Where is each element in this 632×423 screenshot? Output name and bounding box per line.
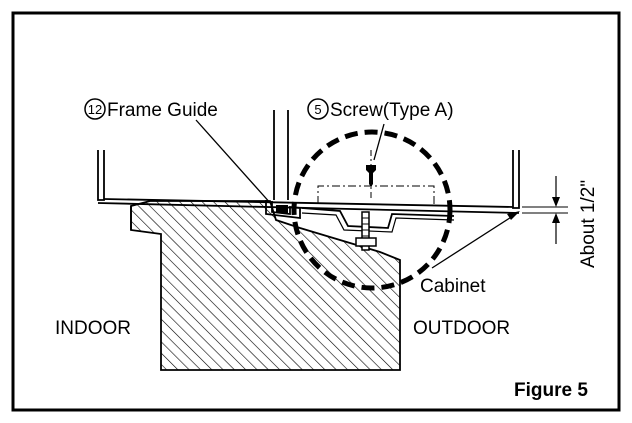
screw-number-circle bbox=[307, 98, 329, 120]
dimension-label: About 1/2" bbox=[578, 180, 599, 268]
screw-icon bbox=[366, 165, 376, 187]
dim-arrow-down bbox=[552, 197, 560, 207]
cabinet-arrow bbox=[507, 211, 520, 220]
frame-guide-block bbox=[276, 205, 288, 213]
bolt-shank bbox=[361, 211, 370, 251]
outdoor-label: OUTDOOR bbox=[413, 318, 510, 339]
frame-guide-number: 12 bbox=[88, 102, 102, 117]
detail-circle bbox=[291, 129, 453, 291]
dim-arrow-up bbox=[552, 213, 560, 223]
frame-guide-leader bbox=[195, 119, 273, 206]
frame-guide-number-circle bbox=[84, 98, 106, 120]
frame-guide-label: Frame Guide bbox=[107, 100, 218, 121]
cabinet-base-top bbox=[103, 198, 514, 208]
cabinet-right-wall bbox=[512, 150, 520, 209]
cabinet-left-wall bbox=[97, 150, 105, 201]
reference-outline bbox=[317, 185, 435, 206]
figure-caption: Figure 5 bbox=[514, 380, 588, 401]
screw-leader bbox=[373, 123, 385, 161]
cabinet-leader bbox=[431, 213, 517, 269]
screw-number: 5 bbox=[314, 102, 321, 117]
bolt-nut bbox=[355, 237, 377, 247]
figure-border bbox=[11, 11, 621, 412]
cabinet-label: Cabinet bbox=[420, 276, 486, 297]
indoor-label: INDOOR bbox=[55, 318, 131, 339]
screw-label: Screw(Type A) bbox=[330, 100, 454, 121]
